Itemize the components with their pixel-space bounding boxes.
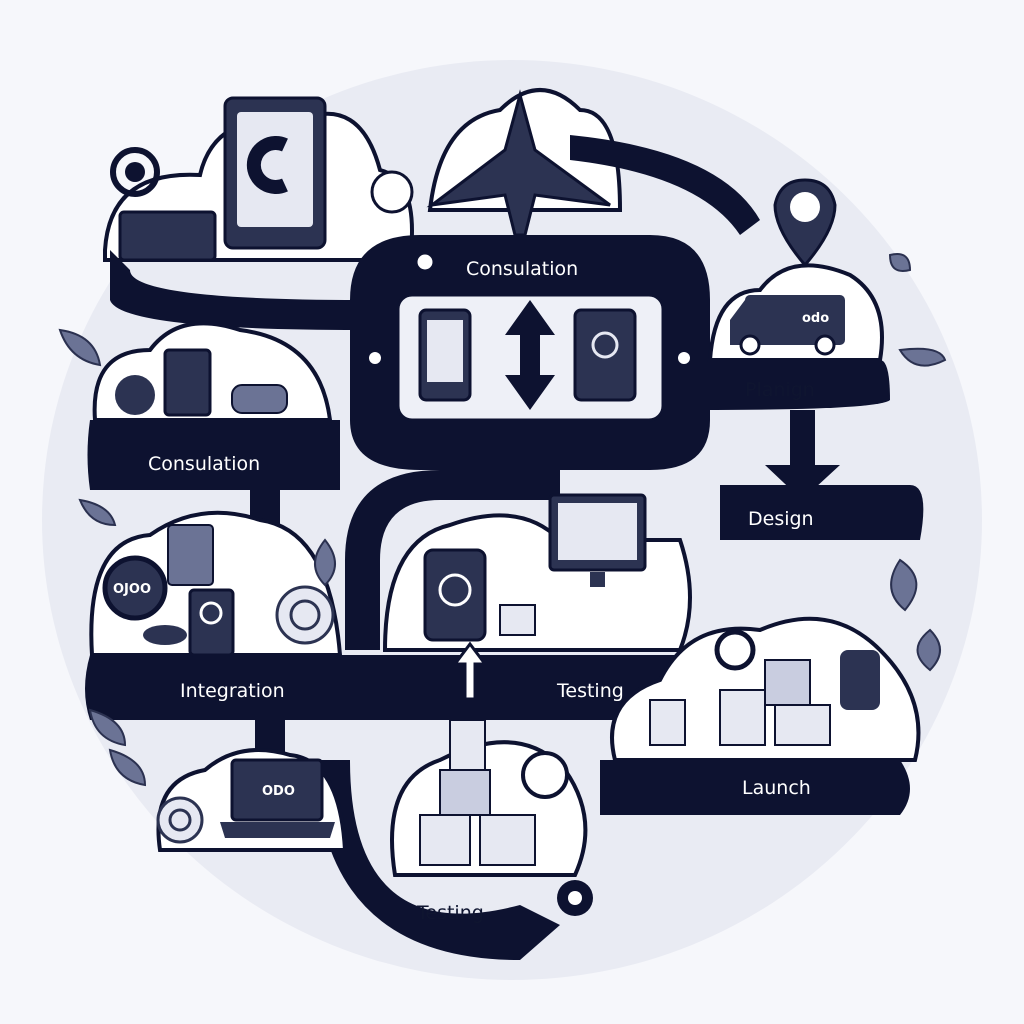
swap-arrow-icon (505, 300, 555, 410)
testing-panel (382, 493, 692, 701)
stage-label-consultation-top: Consulation (466, 258, 578, 280)
target-icon (110, 147, 160, 197)
node-dot-icon (414, 251, 436, 273)
center-panel (369, 293, 690, 422)
cloud-testing-bottom (390, 719, 593, 916)
spiral-icon (275, 585, 335, 645)
clock-icon (370, 170, 414, 214)
cloud-top-left (103, 96, 414, 262)
laptop-logo: ODO (262, 784, 295, 799)
gear-icon (102, 555, 168, 621)
cloud-planning: odo (707, 178, 884, 362)
target-icon (714, 629, 756, 671)
coin-icon (115, 375, 155, 415)
arrow-down-right (765, 410, 840, 500)
spiral-icon (156, 796, 204, 844)
stage-label-testing-bottom: Testing (416, 902, 484, 924)
cloud-consultation-left (92, 321, 333, 422)
decorative-leaves (58, 253, 947, 787)
phone-icon (423, 548, 487, 642)
location-pin-icon (773, 178, 837, 268)
box-icon (419, 814, 471, 866)
stage-label-consultation-left: Consulation (148, 453, 260, 475)
logo-c-icon (246, 136, 288, 194)
connector-icon (231, 384, 288, 414)
badge-icon (521, 751, 569, 799)
cloud-laptop: ODO (156, 748, 348, 852)
laptop-icon (230, 758, 324, 822)
cloud-integration: OJOO (89, 510, 343, 657)
box-icon (499, 604, 536, 636)
van-logo: odo (802, 311, 829, 326)
stage-label-planning: Planign (745, 379, 815, 401)
arrow-up-icon (452, 641, 488, 701)
stage-label-launch: Launch (742, 777, 811, 799)
coin-stack-icon (840, 650, 880, 710)
stage-label-testing-center: Testing (556, 680, 624, 702)
van-icon (745, 295, 845, 345)
printer-icon (118, 210, 217, 262)
stage-label-design: Design (748, 508, 814, 530)
stage-label-integration: Integration (180, 680, 285, 702)
device-icon (163, 348, 212, 417)
cloud-launch (610, 558, 941, 762)
gear-logo: OJOO (113, 582, 151, 597)
phone-icon (573, 308, 637, 402)
box-icon (649, 699, 686, 746)
